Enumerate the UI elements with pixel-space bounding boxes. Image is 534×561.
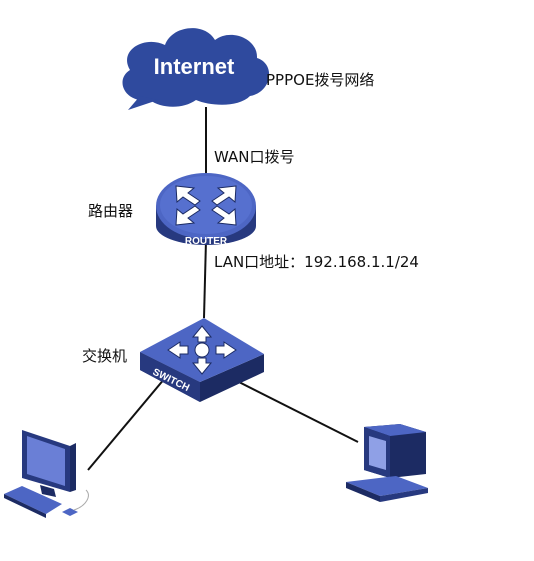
pc-left-icon	[4, 430, 89, 518]
link-router-switch	[203, 239, 207, 319]
router-label: 路由器	[88, 202, 134, 220]
router-icon: ROUTER	[156, 173, 256, 247]
router-badge: ROUTER	[185, 236, 228, 247]
switch-label: 交换机	[82, 347, 128, 365]
wan-dial-label: WAN口拨号	[214, 148, 295, 166]
lan-address-label: LAN口地址：192.168.1.1/24	[214, 253, 419, 271]
link-switch-pc-left	[87, 377, 166, 471]
pc-right-icon	[346, 424, 428, 502]
internet-cloud: Internet	[122, 28, 270, 110]
link-switch-pc-right	[234, 379, 359, 443]
internet-label: Internet	[154, 54, 235, 79]
pppoe-network-label: PPPOE拨号网络	[266, 71, 375, 89]
switch-icon: SWITCH	[140, 318, 264, 402]
